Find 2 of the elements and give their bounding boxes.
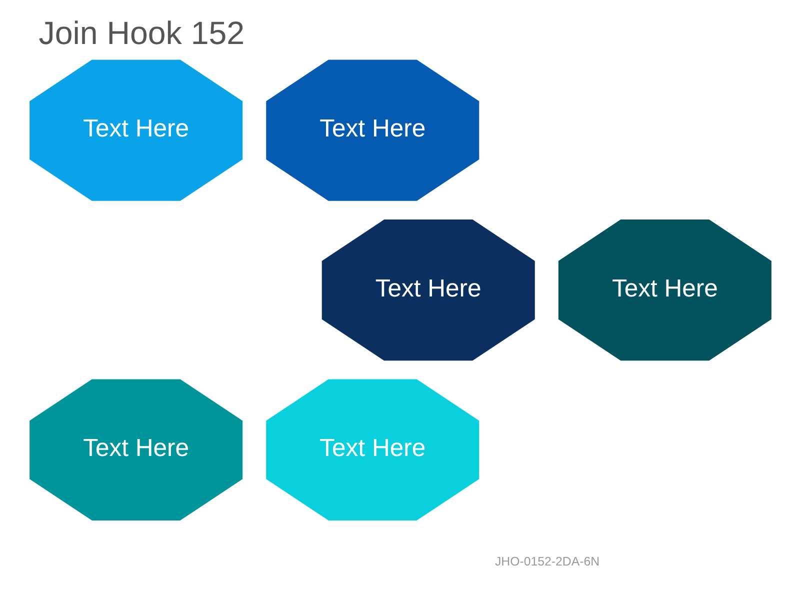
diagram-title: Join Hook 152 (38, 15, 244, 52)
label: JHO-0152-2DA-6N (494, 554, 600, 569)
